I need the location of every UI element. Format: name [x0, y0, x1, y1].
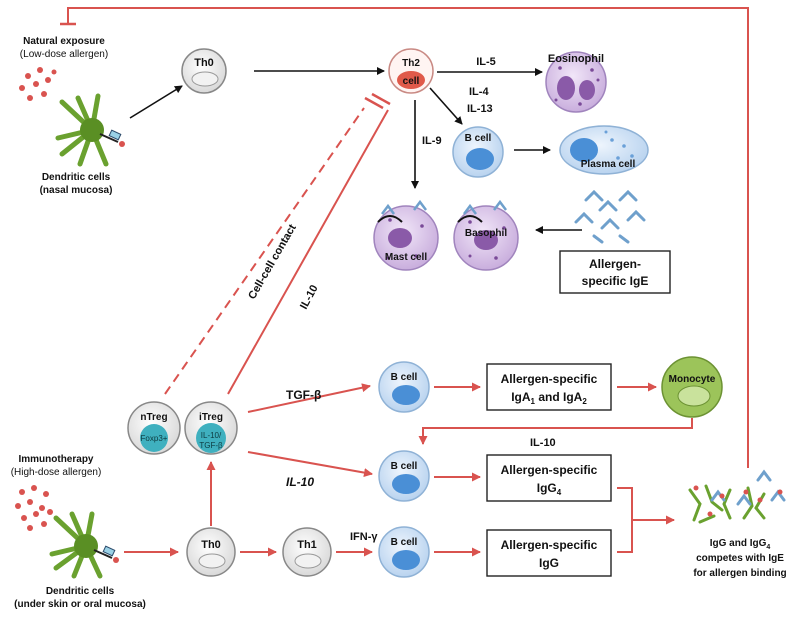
b-cell-3-label: B cell [391, 537, 418, 548]
th0-bottom-label: Th0 [201, 539, 221, 551]
basophil-label: Basophil [465, 228, 507, 239]
il10-italic-label: IL-10 [286, 475, 314, 489]
feedback-inhibition-line [60, 7, 749, 468]
b-cell-top-label: B cell [465, 133, 492, 144]
dendritic-cell-nasal-icon [55, 93, 125, 167]
th0-top-cell: Th0 [181, 48, 227, 94]
tgfb-label: TGF-β [286, 388, 321, 402]
plasma-cell: Plasma cell [559, 125, 649, 175]
ige-antibodies-icon [574, 189, 646, 244]
cell-contact-dashed-line [164, 107, 365, 395]
th2-label: Th2 [402, 58, 420, 69]
arrow-monocyte-to-bcell2 [418, 418, 693, 445]
connector-igg4 [617, 487, 656, 521]
th0-top-label: Th0 [194, 57, 214, 69]
il10-inhibition-line [227, 109, 389, 395]
igg-box-line1: Allergen-specific [501, 538, 598, 552]
dc-skin-sub-label: (under skin or oral mucosa) [14, 599, 146, 610]
b-cell-3: B cell [378, 526, 430, 578]
iga-box: Allergen-specific IgA1 and IgA2 [486, 363, 612, 411]
compete-line1: IgG and IgG4 [710, 538, 771, 551]
arrow-itreg-to-bcell2 [247, 451, 373, 478]
il5-label: IL-5 [476, 56, 496, 68]
ntreg-label: nTreg [140, 412, 167, 423]
inhibition-bar-1 [364, 96, 384, 110]
itreg-tgfb-label: TGF-β [199, 441, 223, 450]
compete-line3: for allergen binding [693, 568, 786, 579]
th0-bottom-cell: Th0 [186, 527, 236, 577]
iga-box-line2: IgA1 and IgA2 [511, 390, 587, 406]
itreg-il10-label: IL-10/ [201, 431, 222, 440]
eosinophil-label: Eosinophil [548, 53, 604, 65]
th2-cell-label: cell [403, 76, 420, 87]
immunotherapy-label: Immunotherapy [18, 454, 93, 465]
compete-line2: competes with IgE [696, 553, 784, 564]
b-cell-top: B cell [452, 126, 504, 178]
allergen-antibody-complex-icon [688, 469, 786, 524]
allergen-dots-bottom-icon [15, 485, 53, 531]
dendritic-cell-skin-icon [49, 511, 119, 579]
inhibition-bar-2 [371, 92, 391, 106]
monocyte-label: Monocyte [669, 374, 716, 385]
b-cell-2-label: B cell [391, 461, 418, 472]
arrow-itreg-to-bcell1 [247, 383, 371, 413]
plasma-cell-label: Plasma cell [581, 159, 636, 170]
connector-igg [617, 520, 633, 553]
dc-nasal-label: Dendritic cells [42, 172, 111, 183]
basophil-cell: Basophil [453, 199, 519, 271]
foxp3-label: Foxp3+ [141, 434, 168, 443]
dc-skin-label: Dendritic cells [46, 586, 115, 597]
high-dose-label: (High-dose allergen) [11, 467, 102, 478]
ige-box-line1: Allergen- [589, 257, 641, 271]
il10-diagonal-label: IL-10 [298, 283, 321, 311]
igg-box-line2: IgG [539, 556, 559, 570]
mast-cell: Mast cell [373, 199, 439, 271]
ifng-label: IFN-γ [350, 531, 378, 543]
ige-box: Allergen- specific IgE [559, 250, 671, 294]
mast-cell-label: Mast cell [385, 252, 427, 263]
igg4-box-line1: Allergen-specific [501, 463, 598, 477]
low-dose-label: (Low-dose allergen) [20, 49, 108, 60]
igg-box: Allergen-specific IgG [486, 529, 612, 577]
eosinophil-cell: Eosinophil [545, 51, 607, 113]
itreg-cell: iTreg IL-10/ TGF-β [184, 401, 238, 455]
th1-cell: Th1 [282, 527, 332, 577]
arrow-th2-to-bcell [429, 87, 463, 125]
th1-label: Th1 [297, 539, 317, 551]
b-cell-1-label: B cell [391, 372, 418, 383]
ige-box-line2: specific IgE [582, 274, 649, 288]
b-cell-1: B cell [378, 361, 430, 413]
dc-nasal-sub-label: (nasal mucosa) [40, 185, 113, 196]
arrow-dc-to-th0 [129, 85, 183, 119]
itreg-label: iTreg [199, 412, 223, 423]
cell-cell-contact-label: Cell-cell contact [246, 222, 299, 301]
il13-label: IL-13 [467, 103, 493, 115]
iga-box-line1: Allergen-specific [501, 372, 598, 386]
il10-monocyte-label: IL-10 [530, 437, 556, 449]
il9-label: IL-9 [422, 135, 442, 147]
il4-label: IL-4 [469, 86, 489, 98]
igg4-box-line2: IgG4 [537, 481, 562, 497]
th2-cell: Th2 cell [388, 48, 434, 94]
allergen-dots-top-icon [19, 67, 57, 101]
monocyte-cell: Monocyte [661, 356, 723, 418]
natural-exposure-label: Natural exposure [23, 36, 105, 47]
b-cell-2: B cell [378, 450, 430, 502]
igg4-box: Allergen-specific IgG4 [486, 454, 612, 502]
ntreg-cell: nTreg Foxp3+ [127, 401, 181, 455]
